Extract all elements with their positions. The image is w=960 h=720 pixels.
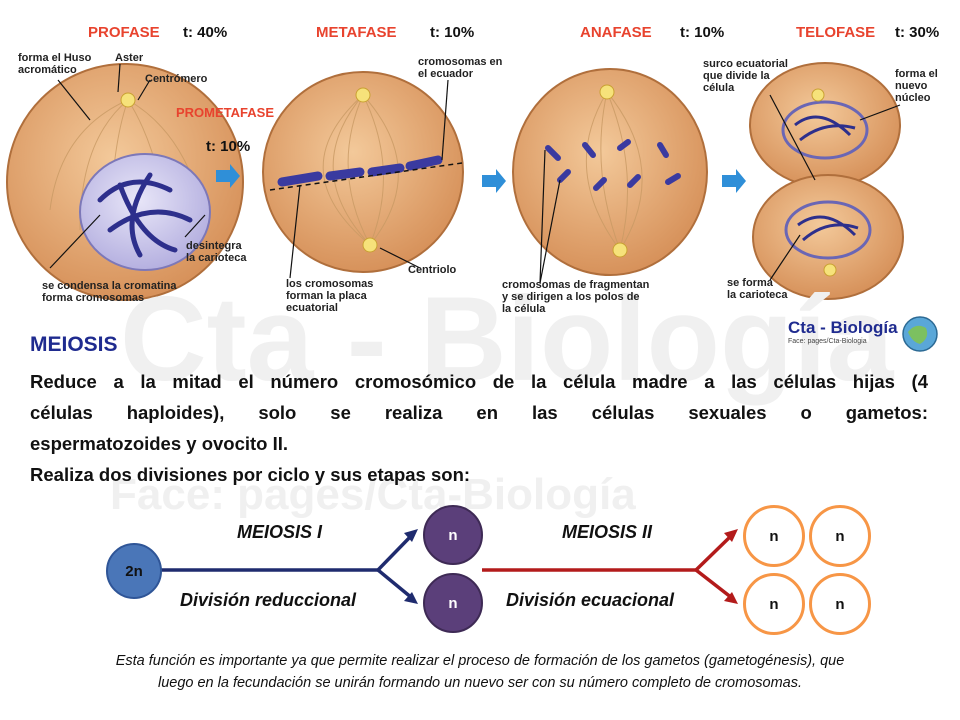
mitosis-illustration <box>6 62 904 301</box>
gamete-node-1: n <box>743 505 805 567</box>
meiosis-description: Reduce a la mitad el número cromosómico … <box>30 366 928 490</box>
haploid-cell-node-2: n <box>423 573 483 633</box>
profase-time: t: 40% <box>183 24 228 41</box>
centriolo-label: Centriolo <box>408 264 457 276</box>
division-reduccional-label: División reduccional <box>180 590 357 610</box>
meiosis-line-1: Reduce a la mitad el número cromosómico … <box>30 371 928 392</box>
meiosis-flow-diagram <box>160 529 738 604</box>
logo-title: Cta - Biología <box>788 318 898 337</box>
meiosis-i-label: MEIOSIS I <box>237 522 323 542</box>
meiosis-line-2: células haploides), solo se realiza en l… <box>30 402 928 423</box>
meiosis-i-arrows <box>160 533 414 600</box>
footer-line-1: Esta función es importante ya que permit… <box>115 653 845 669</box>
logo: Cta - Biología Face: pages/Cta-Biologia <box>788 318 898 345</box>
profase-cell <box>6 63 244 301</box>
prometafase-label: PROMETAFASE <box>176 105 274 120</box>
meiosis-line-4: Realiza dos divisiones por ciclo y sus e… <box>30 464 471 485</box>
metafase-label: METAFASE <box>316 24 397 41</box>
diploid-cell-node: 2n <box>106 543 162 599</box>
metafase-cell <box>262 71 464 273</box>
profase-label: PROFASE <box>88 24 160 41</box>
gamete-node-4: n <box>809 573 871 635</box>
leader-lines <box>49 63 901 284</box>
gamete-node-2: n <box>809 505 871 567</box>
anafase-cell <box>512 68 708 276</box>
telofase-label: TELOFASE <box>796 24 876 41</box>
watermark-main: Cta - Biología <box>120 272 894 406</box>
division-ecuacional-label: División ecuacional <box>506 590 675 610</box>
prometafase-time: t: 10% <box>206 138 251 155</box>
aster-label: Aster <box>115 52 144 64</box>
meiosis-title: MEIOSIS <box>30 333 118 356</box>
anafase-label: ANAFASE <box>580 24 652 41</box>
meiosis-line-3: espermatozoides y ovocito II. <box>30 433 289 454</box>
logo-subtitle: Face: pages/Cta-Biologia <box>788 338 867 345</box>
globe-icon <box>902 316 938 352</box>
haploid-cell-node-1: n <box>423 505 483 565</box>
telofase-cell <box>749 62 904 300</box>
phase-arrows <box>216 164 746 193</box>
footer-line-2: luego en la fecundación se unirán forman… <box>157 675 803 691</box>
footer-note: Esta función es importante ya que permit… <box>20 650 940 694</box>
centromero-label: Centrómero <box>145 73 208 85</box>
metafase-time: t: 10% <box>430 24 475 41</box>
gamete-node-3: n <box>743 573 805 635</box>
telofase-time: t: 30% <box>895 24 940 41</box>
watermark-sub: Face: pages/Cta-Biología <box>110 470 636 519</box>
meiosis-ii-label: MEIOSIS II <box>562 522 653 542</box>
meiosis-ii-arrows <box>482 533 734 600</box>
anafase-time: t: 10% <box>680 24 725 41</box>
